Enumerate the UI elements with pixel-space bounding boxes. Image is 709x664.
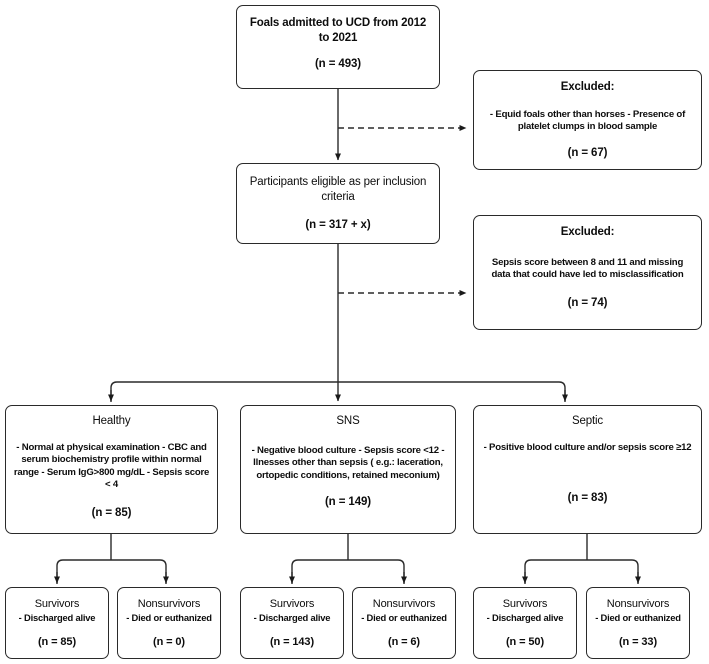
node-header: Excluded: bbox=[560, 81, 615, 93]
node-header: Excluded: bbox=[560, 226, 615, 238]
edge-healthy-bar bbox=[56, 559, 167, 584]
node-header: Foals admitted to UCD from 2012 to 2021 bbox=[249, 17, 427, 44]
node-count: (n = 50) bbox=[505, 636, 545, 649]
node-count: (n = 85) bbox=[37, 636, 77, 649]
node-outcome: Survivors - Discharged alive (n = 85) bbox=[5, 587, 109, 659]
node-details: - Negative blood culture - Sepsis score … bbox=[251, 444, 445, 481]
node-outcome: Nonsurvivors - Died or euthanized (n = 0… bbox=[117, 587, 221, 659]
node-count: (n = 317 + x) bbox=[305, 219, 371, 232]
node-excluded-second: Excluded: Sepsis score between 8 and 11 … bbox=[473, 215, 702, 330]
node-details: Sepsis score between 8 and 11 and missin… bbox=[491, 256, 684, 281]
node-count: (n = 83) bbox=[567, 492, 608, 505]
node-count: (n = 67) bbox=[567, 146, 608, 159]
node-group-healthy: Healthy - Normal at physical examination… bbox=[5, 405, 218, 534]
node-excluded-first: Excluded: - Equid foals other than horse… bbox=[473, 70, 702, 170]
node-count: (n = 143) bbox=[269, 636, 315, 649]
node-header: Participants eligible as per inclusion c… bbox=[249, 176, 427, 203]
edge-sns-bar bbox=[291, 559, 405, 584]
node-count: (n = 6) bbox=[388, 636, 420, 649]
node-count: (n = 33) bbox=[618, 636, 658, 649]
node-group-sns: SNS - Negative blood culture - Sepsis sc… bbox=[240, 405, 456, 534]
node-foals-admitted: Foals admitted to UCD from 2012 to 2021 … bbox=[236, 5, 440, 89]
node-header: Survivors bbox=[269, 598, 315, 610]
node-participants-eligible: Participants eligible as per inclusion c… bbox=[236, 163, 440, 244]
node-details: - Died or euthanized bbox=[361, 612, 447, 624]
node-header: Nonsurvivors bbox=[606, 598, 670, 610]
node-header: Healthy bbox=[92, 415, 131, 427]
node-details: - Equid foals other than horses - Presen… bbox=[489, 108, 686, 133]
node-outcome: Nonsurvivors - Died or euthanized (n = 6… bbox=[352, 587, 456, 659]
node-outcome: Survivors - Discharged alive (n = 143) bbox=[240, 587, 344, 659]
node-count: (n = 74) bbox=[567, 296, 608, 309]
node-header: SNS bbox=[336, 415, 360, 427]
node-details: - Normal at physical examination - CBC a… bbox=[13, 441, 210, 491]
node-details: - Discharged alive bbox=[18, 612, 96, 624]
node-details: - Discharged alive bbox=[253, 612, 331, 624]
node-header: Survivors bbox=[34, 598, 80, 610]
node-details: - Positive blood culture and/or sepsis s… bbox=[483, 441, 692, 453]
node-header: Nonsurvivors bbox=[372, 598, 436, 610]
node-details: - Discharged alive bbox=[486, 612, 564, 624]
edge-septic-bar bbox=[524, 559, 639, 584]
node-details: - Died or euthanized bbox=[126, 612, 212, 624]
node-count: (n = 85) bbox=[91, 506, 132, 519]
node-outcome: Nonsurvivors - Died or euthanized (n = 3… bbox=[586, 587, 690, 659]
node-count: (n = 0) bbox=[153, 636, 185, 649]
node-count: (n = 149) bbox=[324, 496, 372, 509]
node-header: Survivors bbox=[502, 598, 548, 610]
node-outcome: Survivors - Discharged alive (n = 50) bbox=[473, 587, 577, 659]
node-count: (n = 493) bbox=[314, 58, 362, 71]
node-header: Nonsurvivors bbox=[137, 598, 201, 610]
node-header: Septic bbox=[571, 415, 604, 427]
node-group-septic: Septic - Positive blood culture and/or s… bbox=[473, 405, 702, 534]
node-details: - Died or euthanized bbox=[595, 612, 681, 624]
